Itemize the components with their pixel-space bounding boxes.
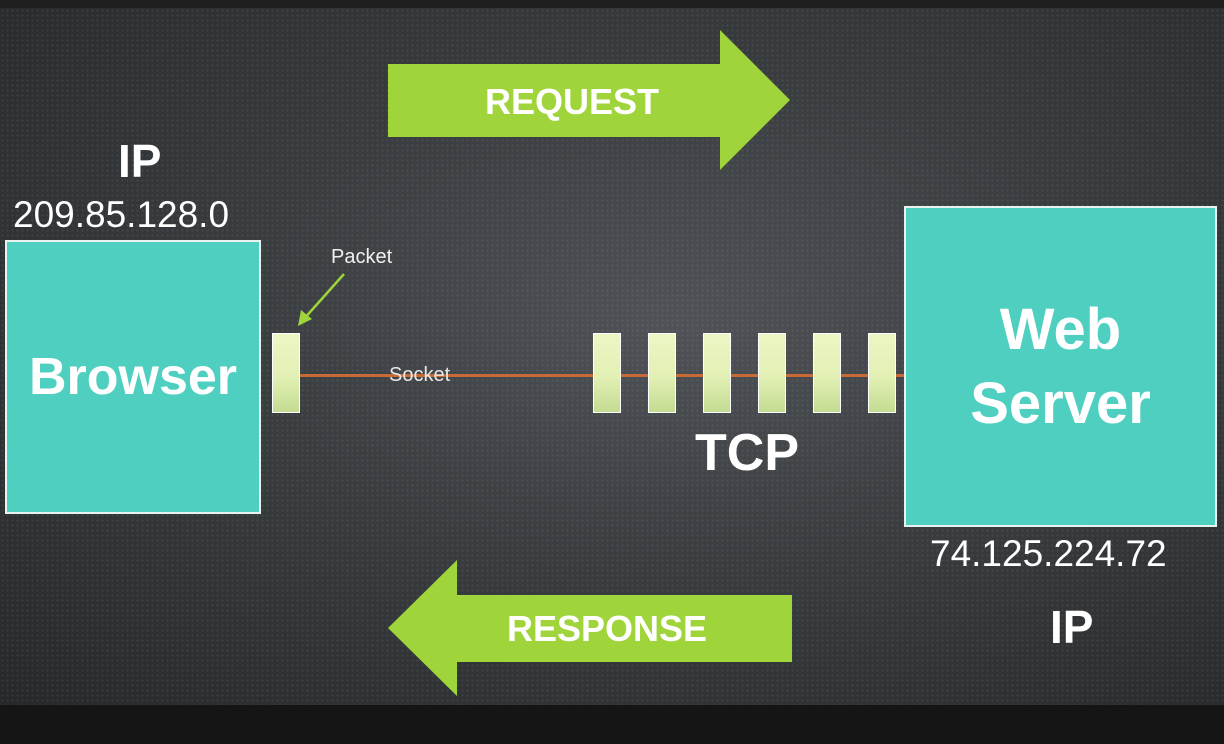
server-ip-title: IP [1050, 601, 1094, 653]
packet-stream-4 [758, 333, 786, 413]
packet-pointer-head [298, 310, 312, 326]
packet-stream-6 [868, 333, 896, 413]
top-bar [0, 0, 1224, 8]
web-server-box: Web Server [904, 206, 1217, 527]
web-server-label-line1: Web [999, 296, 1122, 362]
web-server-label: Web Server [970, 293, 1151, 441]
packet-stream-2 [648, 333, 676, 413]
packet-label: Packet [331, 246, 393, 268]
browser-ip-title: IP [118, 135, 162, 187]
request-label: REQUEST [485, 81, 659, 122]
packet-single [272, 333, 300, 413]
packet-pointer-line [302, 273, 345, 321]
packet-stream-1 [593, 333, 621, 413]
web-server-label-line2: Server [970, 370, 1151, 436]
packet-stream-3 [703, 333, 731, 413]
response-label: RESPONSE [507, 608, 707, 649]
browser-box: Browser [5, 240, 261, 514]
bottom-bar [0, 705, 1224, 744]
packet-stream-5 [813, 333, 841, 413]
response-arrow [388, 560, 792, 696]
browser-label: Browser [28, 348, 238, 406]
tcp-label: TCP [695, 424, 799, 482]
browser-ip-address: 209.85.128.0 [13, 194, 230, 235]
socket-label: Socket [389, 364, 451, 386]
server-ip-address: 74.125.224.72 [930, 533, 1167, 574]
request-arrow [388, 30, 790, 170]
